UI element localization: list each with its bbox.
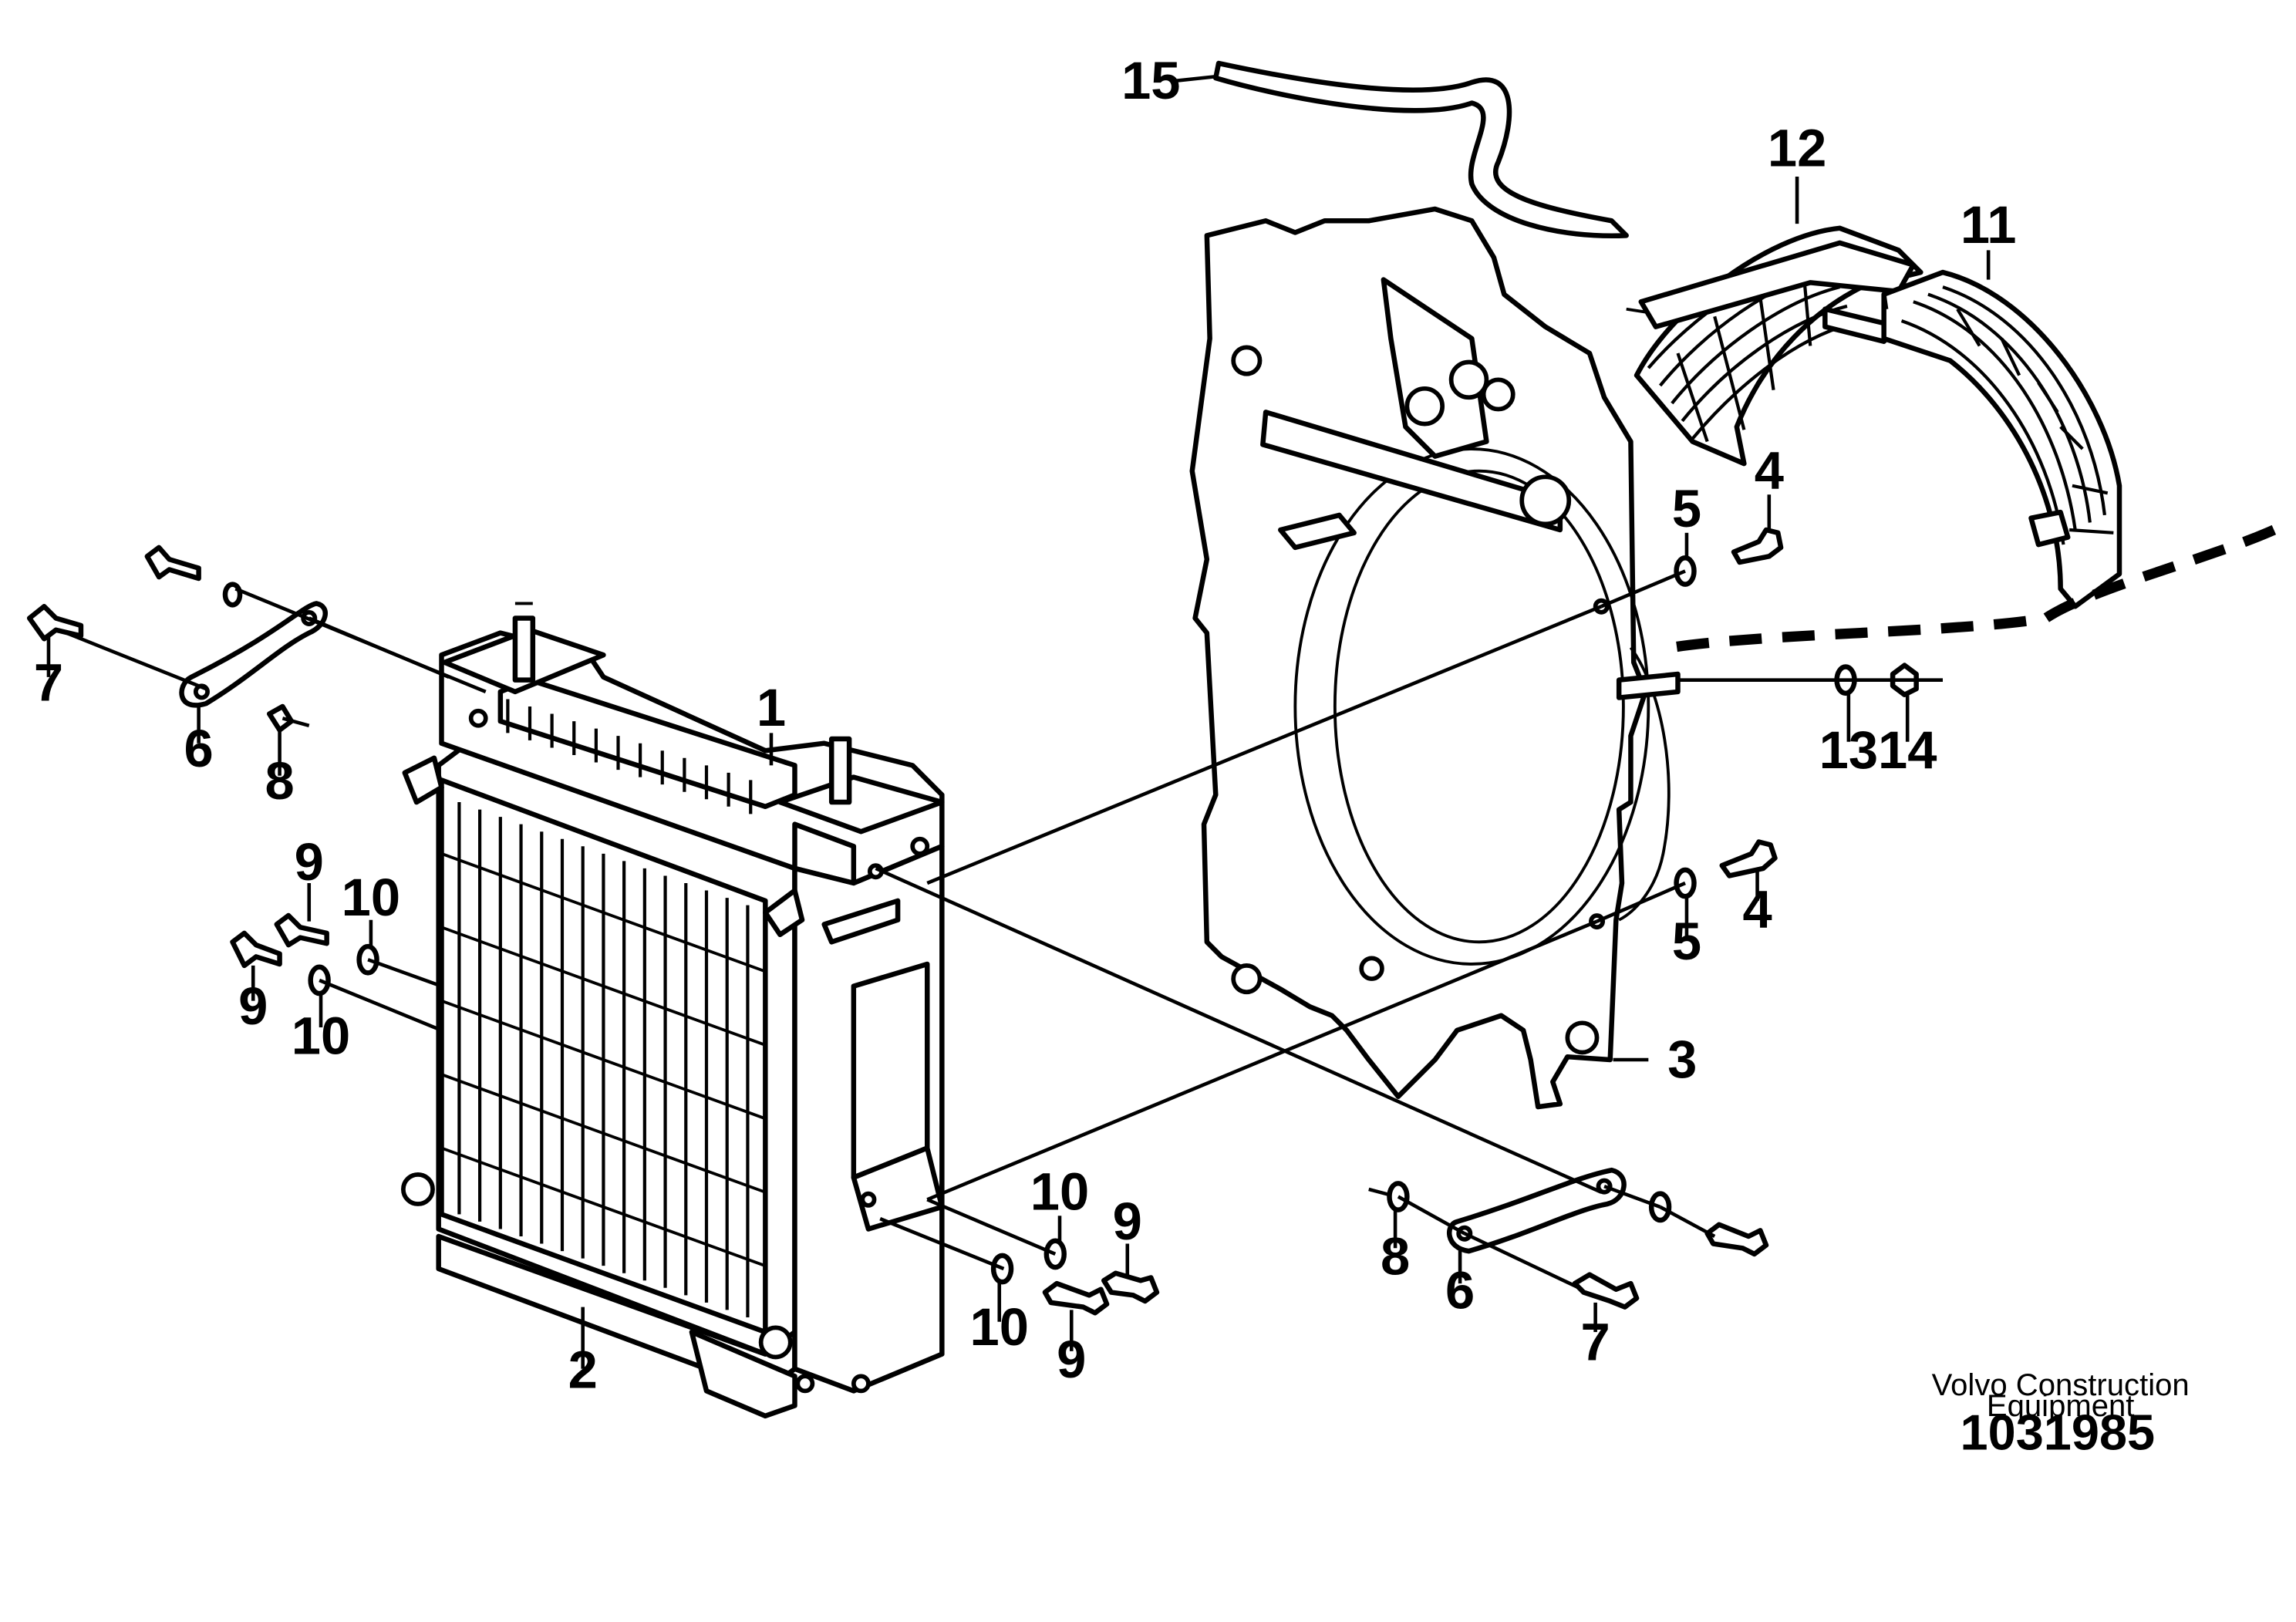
seal-strip-15: [1213, 60, 1629, 238]
callout-1: 1: [757, 678, 786, 737]
fan-shroud-3: [1189, 206, 1681, 1110]
credit-line-2: Equipment: [1987, 1389, 2135, 1423]
callout-10-left-lower: 10: [292, 1006, 350, 1065]
callout-10-center-upper: 10: [1030, 1162, 1089, 1222]
fan-guard-11: [1881, 269, 2122, 609]
callout-4-lower: 4: [1742, 879, 1772, 939]
cooler-fins: [506, 699, 753, 814]
callout-leaders: [46, 74, 1991, 1369]
callout-8-left: 8: [265, 751, 294, 811]
fan-guard-12: [1626, 225, 1923, 467]
footer-credit: Volvo Construction Equipment 1031985: [1932, 1368, 2190, 1461]
document-number: 1031985: [1961, 1404, 2156, 1461]
callout-9-left-upper: 9: [295, 832, 324, 892]
callout-12: 12: [1768, 119, 1826, 178]
callout-14: 14: [1878, 720, 1937, 780]
callout-5-lower: 5: [1672, 912, 1701, 971]
radiator-core-fins: [440, 802, 766, 1317]
callout-5-upper: 5: [1672, 479, 1701, 538]
callout-10-left-upper: 10: [342, 868, 400, 927]
callout-9-center-lower: 9: [1057, 1330, 1086, 1389]
callout-2: 2: [568, 1340, 598, 1400]
credit-line-1: Volvo Construction: [1932, 1368, 2190, 1402]
callout-9-center-upper: 9: [1113, 1192, 1142, 1251]
callout-9-left-lower: 9: [238, 976, 268, 1036]
callout-8-right: 8: [1381, 1227, 1410, 1286]
callout-10-center-lower: 10: [970, 1297, 1029, 1357]
cooler-1: [402, 602, 945, 1394]
callout-6-right: 6: [1445, 1261, 1475, 1320]
callout-7-left: 7: [34, 653, 63, 712]
callout-6-left: 6: [184, 719, 214, 778]
callout-3: 3: [1667, 1030, 1697, 1089]
fasteners: [26, 527, 1919, 1316]
callout-11: 11: [1961, 195, 2017, 255]
callout-13: 13: [1819, 720, 1878, 780]
callout-4-upper: 4: [1755, 441, 1784, 501]
callout-7-right: 7: [1581, 1312, 1610, 1371]
callout-labels: 15 12 11 1 2 3 4 5 4 5 13 14 7 6 8 9 10 …: [34, 51, 2017, 1400]
assembly-lines: [58, 569, 1943, 1291]
callout-15: 15: [1121, 51, 1180, 110]
